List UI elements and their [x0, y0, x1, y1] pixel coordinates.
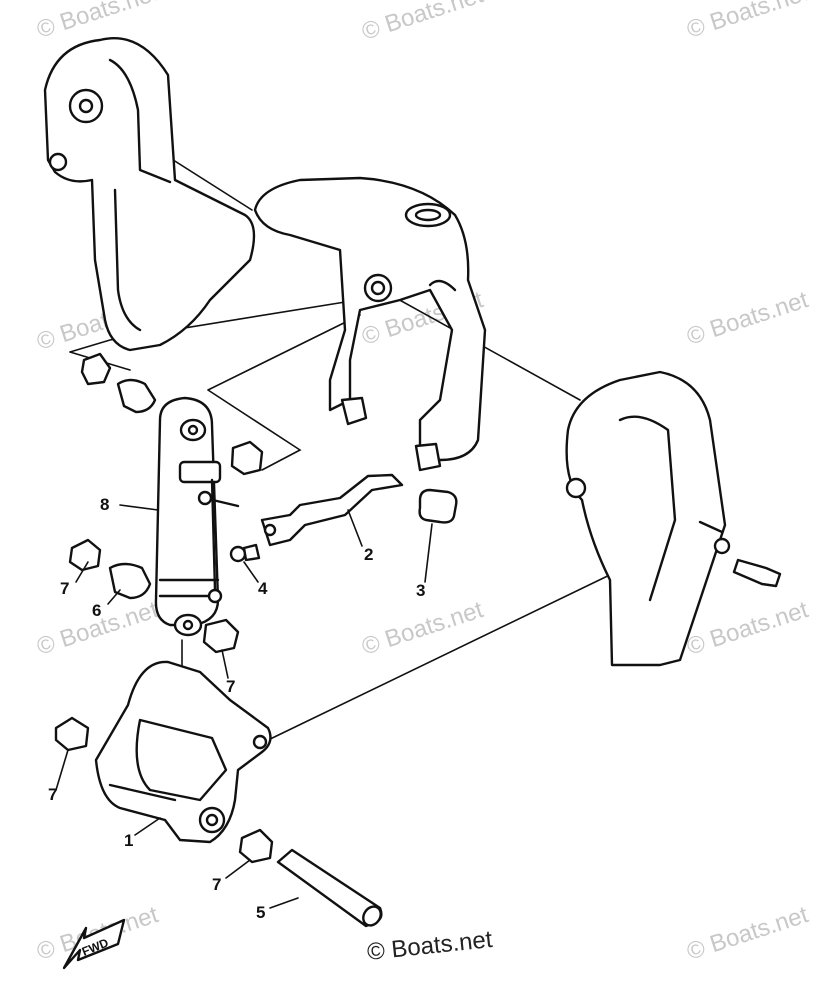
callout-8: 8 — [100, 495, 109, 514]
callout-7: 7 — [48, 785, 57, 804]
bushings-upper — [80, 352, 264, 476]
lower-bracket — [94, 660, 272, 844]
copyright-text: © Boats.net — [366, 926, 494, 966]
bushing-lower — [202, 618, 240, 654]
fwd-arrow-icon: FWD — [62, 918, 126, 970]
callout-3: 3 — [416, 581, 425, 600]
watermark-text: © Boats.net — [359, 596, 487, 661]
watermark-text: © Boats.net — [34, 0, 162, 44]
watermark-text: © Boats.net — [684, 0, 812, 44]
callout-6: 6 — [92, 601, 101, 620]
tilt-cylinder — [154, 396, 240, 637]
callout-2: 2 — [364, 545, 373, 564]
pad — [418, 488, 458, 524]
bushings-bottom — [54, 716, 274, 864]
callout-7: 7 — [226, 677, 235, 696]
callout-5: 5 — [256, 903, 265, 922]
watermark-text: © Boats.net — [684, 286, 812, 351]
right-clamp-bracket — [565, 370, 727, 667]
leader-lines — [55, 504, 433, 909]
callout-1: 1 — [124, 831, 133, 850]
callout-7: 7 — [212, 875, 221, 894]
callout-labels: 8 2 3 4 7 6 7 7 1 7 5 — [48, 495, 425, 922]
watermark-text: © Boats.net — [684, 596, 812, 661]
pin — [276, 848, 383, 928]
watermark-text: © Boats.net — [359, 0, 487, 46]
callout-7: 7 — [60, 579, 69, 598]
bolt — [713, 537, 782, 588]
left-clamp-bracket — [43, 37, 256, 352]
swivel-bracket — [253, 176, 487, 472]
bushings-left — [68, 538, 152, 600]
watermark-text: © Boats.net — [684, 901, 812, 966]
callout-4: 4 — [258, 579, 268, 598]
lever-arm — [260, 473, 404, 547]
screw — [229, 543, 261, 563]
